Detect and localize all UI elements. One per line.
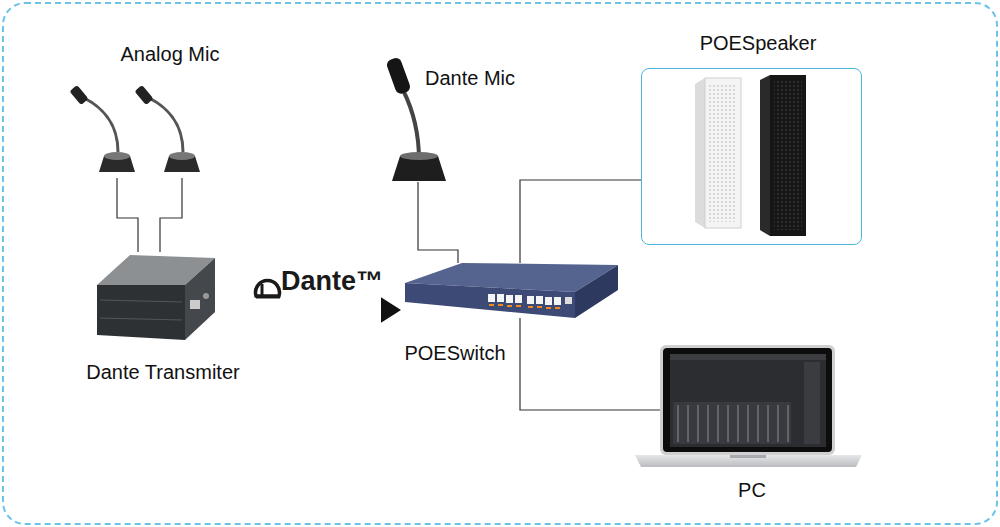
knob — [203, 293, 209, 299]
gooseneck — [403, 90, 419, 160]
transmitter-box — [97, 255, 215, 340]
device-node: PC — [660, 345, 835, 455]
device-node: Dante Transmiter — [78, 252, 248, 342]
connector-path — [418, 182, 458, 263]
laptop-lid — [660, 345, 835, 455]
speaker-side — [760, 75, 770, 236]
device-label: PC — [707, 478, 797, 502]
arrow-head — [381, 297, 401, 323]
gooseneck — [84, 98, 118, 152]
device-label: POESpeaker — [663, 31, 853, 55]
dashed-frame — [3, 3, 997, 524]
box-front — [97, 285, 185, 340]
mic-base-top — [169, 152, 195, 160]
cable-line — [117, 178, 182, 252]
logo-bar — [261, 284, 264, 296]
box-ridge — [100, 318, 182, 320]
mic-head — [134, 85, 153, 105]
mic-base-top — [400, 152, 438, 160]
column-speakers — [695, 75, 806, 236]
dante-logo-icon — [256, 281, 281, 297]
analog-mic-pair — [69, 85, 200, 172]
box-ridge — [100, 300, 182, 302]
master-strip — [804, 362, 820, 444]
mixer-strip — [673, 402, 791, 444]
laptop-bezel — [663, 348, 832, 452]
dante-arrow — [248, 297, 401, 323]
uplink-port — [565, 297, 572, 304]
switch-leds — [489, 304, 560, 309]
mic-foam — [385, 56, 411, 95]
switch-ports — [488, 294, 561, 305]
device-node: POESwitch — [405, 263, 618, 318]
device-label: POESwitch — [380, 341, 530, 365]
poe-switch — [405, 263, 618, 318]
device-node: Dante Mic — [375, 62, 445, 182]
speaker-frame: POESpeaker — [641, 68, 862, 245]
device-node: Analog Mic — [70, 90, 200, 178]
laptop-notch — [730, 455, 766, 458]
box-side — [185, 258, 215, 340]
speaker-side — [695, 78, 705, 228]
connector-path — [248, 307, 397, 314]
mic-head — [69, 85, 88, 105]
device-label: Dante Mic — [405, 66, 535, 90]
cable-line — [520, 180, 641, 263]
gooseneck — [149, 98, 183, 152]
mixer-faders — [678, 405, 788, 442]
screen-menubar — [670, 354, 826, 360]
cable-line — [520, 318, 660, 410]
logo-base — [256, 296, 280, 299]
laptop-screen — [670, 354, 826, 447]
rj45-port — [190, 300, 200, 309]
cable-line — [418, 182, 458, 263]
device-label: Dante Transmiter — [58, 360, 268, 384]
speaker-grille — [709, 84, 737, 222]
laptop — [635, 345, 862, 467]
speaker-grille — [774, 80, 802, 230]
speaker-front — [705, 78, 741, 228]
logo-arc — [256, 281, 280, 296]
mic-base-top — [104, 152, 130, 160]
connector-path — [520, 318, 660, 410]
switch-front — [405, 283, 575, 318]
connector-path — [117, 178, 182, 252]
laptop-base — [635, 455, 862, 467]
switch-side — [575, 265, 618, 318]
device-label: Analog Mic — [95, 42, 245, 66]
speaker-front — [770, 75, 806, 236]
connector-path — [520, 180, 641, 263]
edge-label: Dante™ — [281, 266, 383, 296]
